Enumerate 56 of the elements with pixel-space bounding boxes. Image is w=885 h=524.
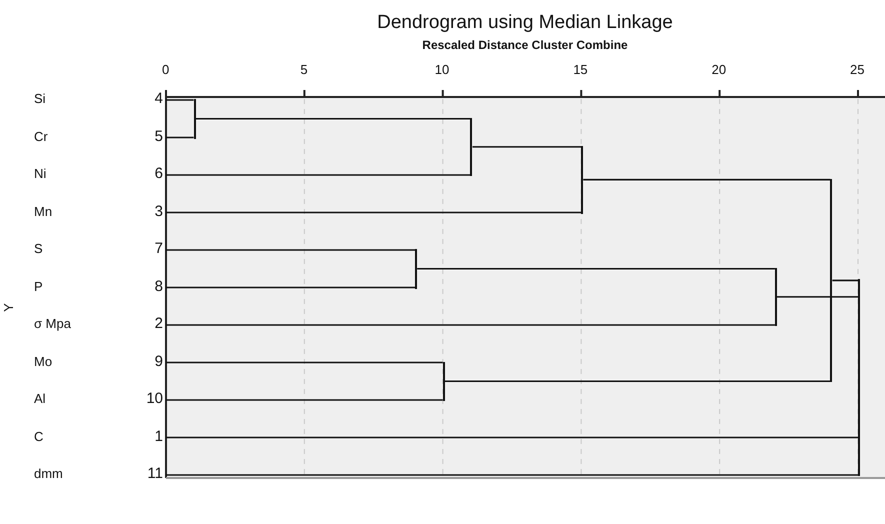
variable-label: σ Mpa [34, 316, 71, 331]
merge-bar [774, 268, 777, 326]
variable-label: Si [34, 91, 46, 106]
dendrogram-link [166, 362, 443, 364]
variable-label: Al [34, 391, 46, 406]
dendrogram-link [583, 178, 830, 180]
chart-title: Dendrogram using Median Linkage [376, 12, 674, 34]
case-number: 3 [154, 202, 163, 220]
case-number: 5 [154, 128, 163, 144]
dendrogram-link [444, 380, 830, 382]
case-number: 9 [154, 352, 163, 370]
merge-bar [194, 99, 196, 138]
variable-label: Mo [34, 354, 52, 368]
dendrogram-link [166, 174, 470, 176]
variable-label: Cr [34, 128, 48, 144]
dendrogram-link [166, 324, 775, 326]
dendrogram-link [166, 136, 194, 138]
variable-label: Mn [34, 204, 52, 218]
variable-label: S [34, 241, 43, 256]
tick-label: 25 [850, 62, 864, 77]
case-number: 2 [154, 315, 163, 332]
case-number: 1 [154, 428, 163, 444]
tick-label: 15 [573, 62, 588, 77]
tick-label: 5 [300, 62, 308, 77]
tick-label: 20 [712, 62, 726, 77]
case-number: 7 [154, 240, 163, 257]
dendrogram-link [166, 286, 416, 288]
variable-label: Ni [34, 166, 46, 181]
case-number: 8 [154, 278, 163, 294]
merge-bar [470, 118, 472, 176]
variable-label: P [34, 278, 43, 294]
tick-label: 10 [434, 62, 450, 77]
dendrogram-link [776, 296, 858, 298]
dendrogram-link [832, 280, 858, 282]
merge-bar [415, 249, 418, 288]
variable-label: dmm [34, 466, 63, 481]
variable-label: C [34, 428, 44, 444]
case-number: 10 [146, 390, 163, 407]
axis-label: Y [0, 303, 16, 312]
dendrogram-link [166, 249, 416, 251]
case-number: 11 [147, 465, 163, 482]
dendrogram-link [166, 99, 194, 101]
dendrogram-link [417, 268, 775, 270]
dendrogram-link [166, 474, 858, 476]
merge-bar [442, 362, 445, 401]
dendrogram-link [196, 118, 470, 120]
merge-bar [581, 146, 584, 214]
dendrogram-link [472, 146, 582, 148]
axis-title: Rescaled Distance Cluster Combine [421, 38, 629, 52]
case-number: 6 [154, 165, 163, 182]
dendrogram-link [166, 399, 443, 401]
merge-bar [830, 178, 832, 382]
tick-label: 0 [162, 62, 170, 77]
case-number: 4 [154, 90, 163, 107]
dendrogram-link [166, 212, 582, 214]
dendrogram-link [166, 436, 858, 438]
